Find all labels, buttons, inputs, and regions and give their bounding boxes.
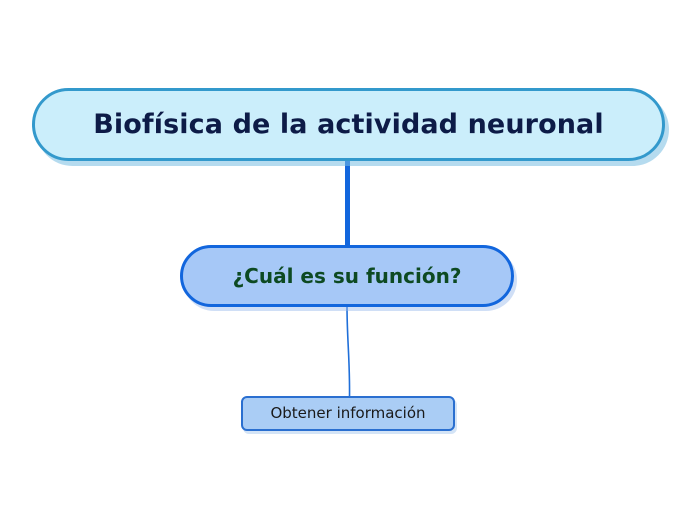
mindmap-node-action[interactable]: Obtener información — [241, 396, 455, 431]
mindmap-node-root[interactable]: Biofísica de la actividad neuronal — [32, 88, 665, 161]
mindmap-node-root-label: Biofísica de la actividad neuronal — [93, 109, 604, 140]
mindmap-node-question[interactable]: ¿Cuál es su función? — [180, 245, 514, 307]
connector-question-to-action — [346, 305, 351, 399]
mindmap-node-question-label: ¿Cuál es su función? — [232, 264, 462, 288]
mindmap-node-action-label: Obtener información — [270, 404, 426, 422]
